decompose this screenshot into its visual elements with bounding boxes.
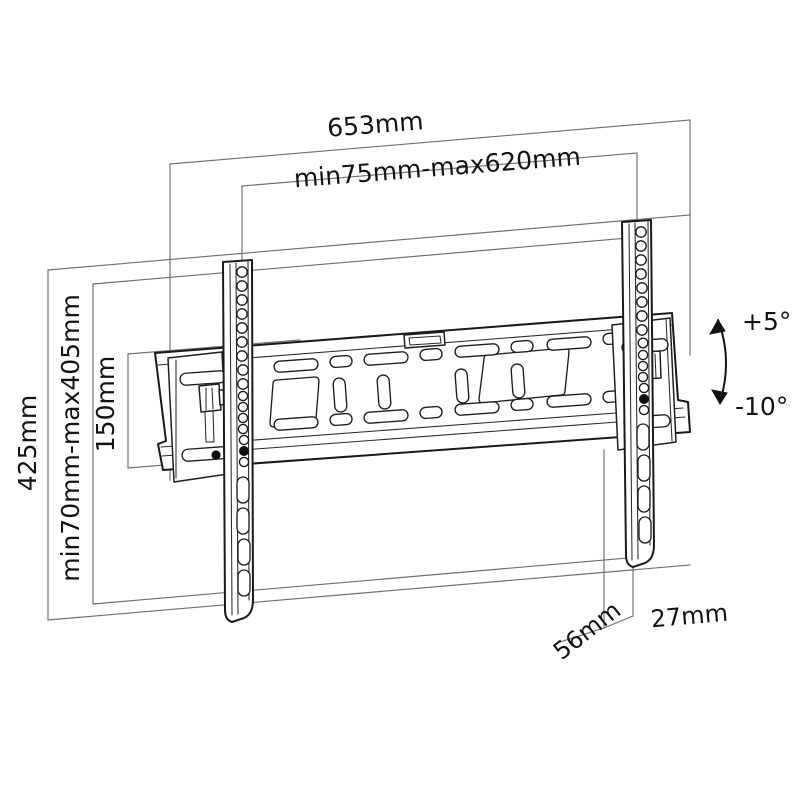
dim-620-span-line: [241, 152, 638, 187]
left-rail-hole-1: [236, 266, 248, 278]
rail-slot-top-4: [419, 347, 443, 362]
right-rail-slot-4: [638, 516, 652, 544]
dim-425-top-line: [47, 214, 691, 271]
rail-slot-top-5: [454, 343, 500, 358]
label-tilt-up: +5°: [742, 307, 791, 336]
right-rail-hole-9: [637, 337, 649, 349]
label-depth-diagonal: 56mm: [548, 596, 626, 666]
right-knob-ridge-2: [654, 353, 657, 378]
rail-slot-top-7: [546, 336, 592, 351]
rail-slot-bot-4: [419, 405, 443, 420]
left-rail-hole-16: [238, 456, 250, 468]
left-rail-hole-3: [236, 294, 248, 306]
right-rail-hole-14: [638, 394, 649, 405]
right-rail-hole-13: [638, 382, 650, 394]
right-rail-hole-5: [636, 282, 648, 294]
right-rail-hole-2: [635, 240, 647, 252]
dim-405-top-line: [92, 236, 641, 285]
rail-slot-bot-2: [329, 412, 353, 427]
left-rail-hole-13: [237, 423, 249, 435]
dim-405-bottom-line: [92, 556, 641, 605]
left-rail-slot-column: [236, 476, 251, 597]
dim-150-top-line: [127, 339, 301, 355]
left-plate-rivet: [211, 450, 221, 460]
clip-tab-inner: [408, 335, 442, 346]
left-rail-hole-column: [236, 266, 250, 468]
rail-oval-2: [376, 374, 392, 410]
label-mounting-height-range: min70mm-max405mm: [56, 294, 85, 582]
left-plate-slot-bottom: [181, 446, 229, 462]
left-rail-hole-7: [236, 350, 248, 362]
rail-slot-bot-1: [273, 416, 319, 431]
left-rail-hole-11: [237, 401, 249, 413]
left-rail-hole-14: [238, 434, 250, 446]
left-tv-bracket-plate: [167, 351, 229, 483]
right-rail-hole-8: [636, 324, 648, 336]
label-overall-height: 425mm: [13, 395, 42, 491]
rail-slot-bot-7: [546, 393, 592, 408]
rail-slot-top-1: [273, 358, 319, 373]
knob-ridge-2: [211, 387, 214, 410]
right-rail-hole-column: [635, 226, 650, 416]
left-rail-fold-1: [229, 263, 233, 616]
dim-653-span-line: [169, 119, 691, 165]
right-rail-hole-6: [636, 296, 648, 308]
rail-slot-top-2: [329, 354, 353, 369]
right-rail-slot-3: [637, 485, 651, 513]
rail-oval-3: [454, 368, 470, 404]
rail-slot-bot-5: [454, 401, 500, 416]
left-rail-slot-3: [237, 538, 251, 566]
knob-body: [198, 383, 222, 413]
rail-oval-4: [510, 363, 526, 399]
right-rail-hole-7: [636, 310, 648, 322]
right-rail-hole-15: [638, 404, 650, 416]
left-vertical-rail: [222, 259, 254, 623]
left-rail-hole-2: [236, 280, 248, 292]
tilt-arrow-group: [709, 319, 728, 405]
dim-425-bottom-line: [47, 564, 691, 621]
right-rail-hole-12: [637, 371, 649, 383]
rail-slot-bot-3: [363, 409, 409, 424]
left-rail-hole-12: [237, 412, 249, 424]
center-safety-clip: [403, 331, 446, 349]
right-rail-slot-2: [637, 454, 651, 482]
rail-middle-oval-row: [332, 363, 526, 413]
left-rail-hole-8: [237, 364, 249, 376]
label-plate-height: 150mm: [91, 356, 120, 452]
rail-slot-top-6: [510, 339, 534, 354]
right-rail-hole-11: [637, 360, 649, 372]
dim-27-span-line: [603, 615, 634, 629]
label-tilt-down: -10°: [735, 392, 788, 421]
label-overall-width: 653mm: [326, 106, 424, 142]
dimension-lines-group: [47, 119, 691, 643]
left-rail-hole-9: [237, 378, 249, 390]
rail-slot-bot-6: [510, 397, 534, 412]
left-rail-slot-1: [236, 476, 250, 504]
right-rail-fold-1: [628, 223, 633, 561]
dim-56-span-line: [559, 627, 605, 643]
right-rail-hole-10: [637, 349, 649, 361]
tilt-arrow-head-down: [711, 389, 728, 405]
left-rail-slot-2: [236, 507, 250, 535]
right-rail-slot-column: [636, 423, 652, 544]
clip-tab-body: [403, 331, 446, 349]
rail-oval-1: [332, 377, 348, 413]
label-depth-profile: 27mm: [650, 599, 729, 634]
right-vertical-rail: [621, 219, 655, 568]
right-rail-hole-1: [635, 226, 647, 238]
right-rail-slot-1: [636, 423, 650, 451]
left-rail-hole-15: [239, 446, 250, 457]
left-rail-hole-10: [237, 390, 249, 402]
left-rail-hole-4: [236, 308, 248, 320]
left-rail-hole-6: [236, 336, 248, 348]
right-rail-hole-4: [635, 268, 647, 280]
right-rail-hole-3: [635, 254, 647, 266]
right-plate-fold: [665, 318, 673, 442]
left-rail-slot-4: [237, 569, 251, 597]
rail-slot-top-3: [363, 351, 409, 366]
left-rail-hole-5: [236, 322, 248, 334]
tilt-arrow-head-up: [709, 319, 726, 335]
knob-stem: [204, 410, 215, 443]
